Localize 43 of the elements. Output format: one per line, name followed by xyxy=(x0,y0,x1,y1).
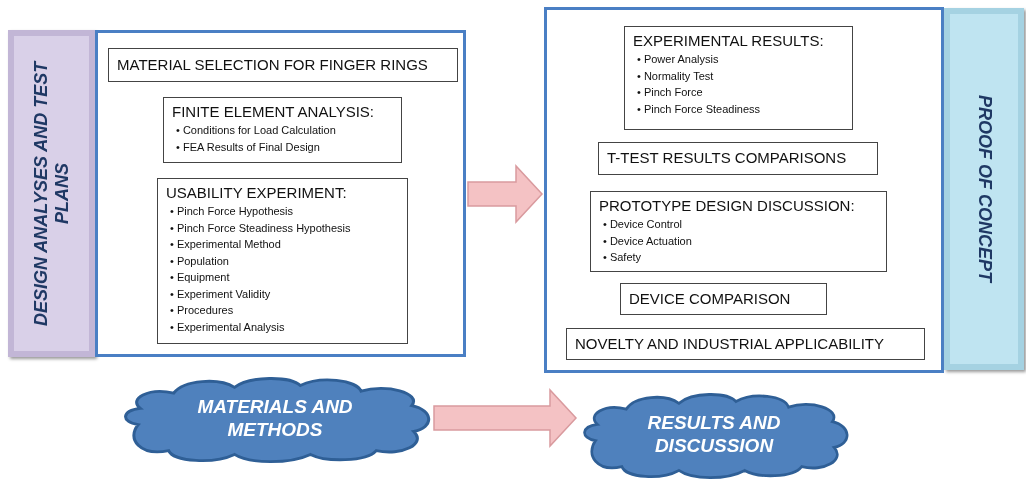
section-panel xyxy=(544,7,944,373)
side-band xyxy=(944,8,1024,370)
section-panel xyxy=(95,30,466,357)
box-title: USABILITY EXPERIMENT: xyxy=(166,183,348,203)
bullet-item: • FEA Results of Final Design xyxy=(176,139,321,155)
bullet-item: • Safety xyxy=(603,250,643,265)
box-title: NOVELTY AND INDUSTRIAL APPLICABILITY xyxy=(575,333,884,354)
bullet-item: • Experimental Analysis xyxy=(170,319,286,335)
bullet-item: • Conditions for Load Calculation xyxy=(176,123,337,138)
bullet-item: • Pinch Force Hypothesis xyxy=(170,204,295,219)
title-box xyxy=(566,328,925,360)
box-title: T-TEST RESULTS COMPARISONS xyxy=(607,148,847,169)
band-title: DESIGN ANALYSES AND TEST PLANS xyxy=(30,59,73,328)
bullet-item: • Procedures xyxy=(170,303,235,318)
block-arrow xyxy=(433,388,578,448)
band-title: PROOF OF CONCEPT xyxy=(973,95,995,283)
box-title: FINITE ELEMENT ANALYSIS: xyxy=(172,102,375,122)
bullet-item: • Experimental Method xyxy=(170,237,282,252)
bullet-item: • Device Control xyxy=(603,217,684,232)
cloud-label: RESULTS AND DISCUSSION xyxy=(646,411,782,457)
cloud-label: MATERIALS AND METHODS xyxy=(196,395,354,441)
block-arrow xyxy=(467,164,544,224)
title-box xyxy=(108,48,458,82)
box-title: DEVICE COMPARISON xyxy=(629,288,791,309)
list-box xyxy=(624,26,853,130)
bullet-item: • Population xyxy=(170,253,230,269)
side-band xyxy=(8,30,95,357)
box-title: EXPERIMENTAL RESULTS: xyxy=(633,31,825,51)
bullet-item: • Normality Test xyxy=(637,68,715,84)
bullet-item: • Experiment Validity xyxy=(170,286,272,302)
bullet-item: • Device Actuation xyxy=(603,233,693,249)
bullet-item: • Pinch Force xyxy=(637,85,704,100)
bullet-item: • Equipment xyxy=(170,270,231,285)
box-title: PROTOTYPE DESIGN DISCUSSION: xyxy=(599,196,856,216)
list-box xyxy=(163,97,402,163)
bullet-item: • Power Analysis xyxy=(637,52,720,67)
title-box xyxy=(620,283,827,315)
bullet-item: • Pinch Force Steadiness xyxy=(637,101,762,117)
list-box xyxy=(157,178,408,344)
title-box xyxy=(598,142,878,175)
list-box xyxy=(590,191,887,272)
bullet-item: • Pinch Force Steadiness Hypothesis xyxy=(170,220,352,236)
box-title: MATERIAL SELECTION FOR FINGER RINGS xyxy=(117,54,428,75)
